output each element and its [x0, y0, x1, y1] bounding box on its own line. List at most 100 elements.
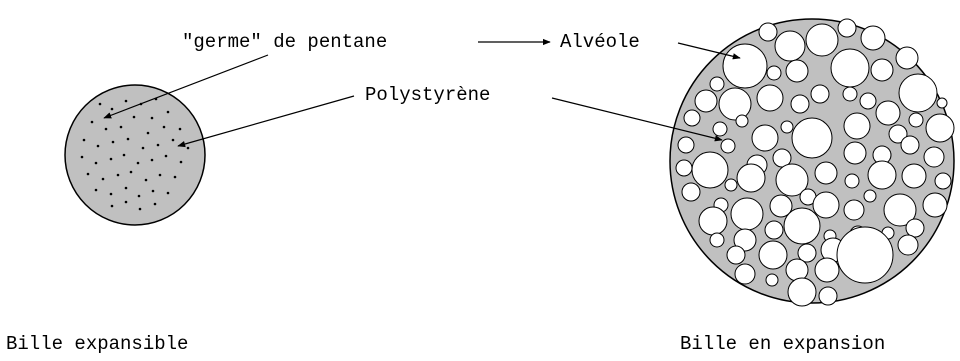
pentane-dot [138, 207, 142, 211]
pentane-dot [80, 155, 84, 159]
cell-alveole [843, 199, 865, 221]
cell-alveole [733, 228, 757, 252]
cell-alveole [766, 65, 782, 81]
cell-alveole [709, 76, 725, 92]
arrow-polystyrene-to-large-bead [551, 97, 723, 142]
pentane-dot [141, 146, 145, 150]
cell-alveole [870, 58, 894, 82]
pentane-dot [122, 153, 126, 157]
cell-alveole [764, 220, 784, 240]
label-bille-en-expansion: Bille en expansion [680, 333, 886, 355]
cell-alveole [898, 73, 938, 113]
cell-alveole [683, 109, 701, 127]
cells-group [675, 18, 955, 307]
pentane-dot [110, 204, 114, 208]
arrow-alveole-to-cell [677, 42, 741, 60]
pentane-dot [146, 131, 150, 135]
cell-alveole [720, 138, 736, 154]
cell-alveole [774, 30, 806, 62]
pentane-dot [90, 120, 94, 124]
pentane-dot [110, 107, 114, 111]
cell-alveole [726, 245, 746, 265]
cell-alveole [867, 160, 897, 190]
label-germe-de-pentane: "germe" de pentane [182, 31, 388, 53]
cell-alveole [860, 25, 886, 51]
cell-alveole [883, 193, 917, 227]
cell-alveole [758, 240, 788, 270]
cell-alveole [836, 226, 894, 284]
cell-alveole [756, 84, 784, 112]
cell-alveole [791, 117, 833, 159]
cell-alveole [735, 114, 749, 128]
pentane-dot [124, 99, 128, 103]
cell-alveole [691, 151, 729, 189]
cell-alveole [780, 120, 794, 134]
cell-alveole [751, 124, 779, 152]
pentane-dot [132, 115, 136, 119]
cell-alveole [843, 141, 867, 165]
pentane-dot [164, 154, 168, 158]
cell-alveole [818, 286, 838, 306]
pentane-dot [150, 116, 154, 120]
cell-alveole [787, 277, 817, 307]
cell-alveole [785, 59, 809, 83]
cell-alveole [797, 243, 817, 263]
cell-alveole [810, 84, 830, 104]
label-alveole: Alvéole [560, 31, 640, 53]
cell-alveole [830, 48, 870, 88]
cell-alveole [783, 207, 821, 245]
cell-alveole [875, 100, 901, 126]
pentane-dot [109, 192, 113, 196]
cell-alveole [730, 197, 764, 231]
pentane-dot [171, 138, 175, 142]
pentane-dot [101, 177, 105, 181]
pentane-dot [173, 175, 177, 179]
pentane-dot [94, 161, 98, 165]
pentane-dots [80, 97, 190, 211]
cell-alveole [681, 182, 701, 202]
cell-alveole [698, 206, 728, 236]
cell-alveole [842, 86, 858, 102]
pentane-dot [151, 189, 155, 193]
cell-alveole [905, 218, 925, 238]
pentane-dot [109, 157, 113, 161]
cell-alveole [677, 136, 695, 154]
cell-alveole [805, 23, 839, 57]
cell-alveole [736, 163, 766, 193]
arrow-germe-to-dot [103, 54, 269, 119]
cell-alveole [843, 112, 871, 140]
cell-alveole [901, 163, 927, 189]
pentane-dot [124, 186, 128, 190]
pentane-dot [86, 172, 90, 176]
cell-alveole [812, 191, 840, 219]
cell-alveole [724, 178, 738, 192]
pentane-dot [82, 138, 86, 142]
pentane-dot [153, 202, 157, 206]
cell-alveole [888, 124, 908, 144]
pentane-dot [96, 144, 100, 148]
cell-alveole [895, 46, 919, 70]
pentane-dot [162, 125, 166, 129]
pentane-dot [136, 161, 140, 165]
cell-alveole [900, 135, 920, 155]
pentane-dot [126, 137, 130, 141]
pentane-dot [179, 160, 183, 164]
pentane-dot [98, 102, 102, 106]
pentane-dot [129, 170, 133, 174]
expandable-bead [64, 84, 206, 226]
cell-alveole [775, 163, 809, 197]
label-polystyrene: Polystyrène [365, 84, 491, 106]
cell-alveole [785, 258, 809, 282]
pentane-dot [178, 127, 182, 131]
cell-alveole [814, 161, 838, 185]
pentane-dot [150, 158, 154, 162]
cell-alveole [675, 159, 693, 177]
cell-alveole [922, 192, 948, 218]
cell-alveole [923, 146, 945, 168]
cell-alveole [718, 87, 752, 121]
cell-alveole [765, 273, 779, 287]
cell-alveole [814, 257, 840, 283]
pentane-dot [156, 143, 160, 147]
